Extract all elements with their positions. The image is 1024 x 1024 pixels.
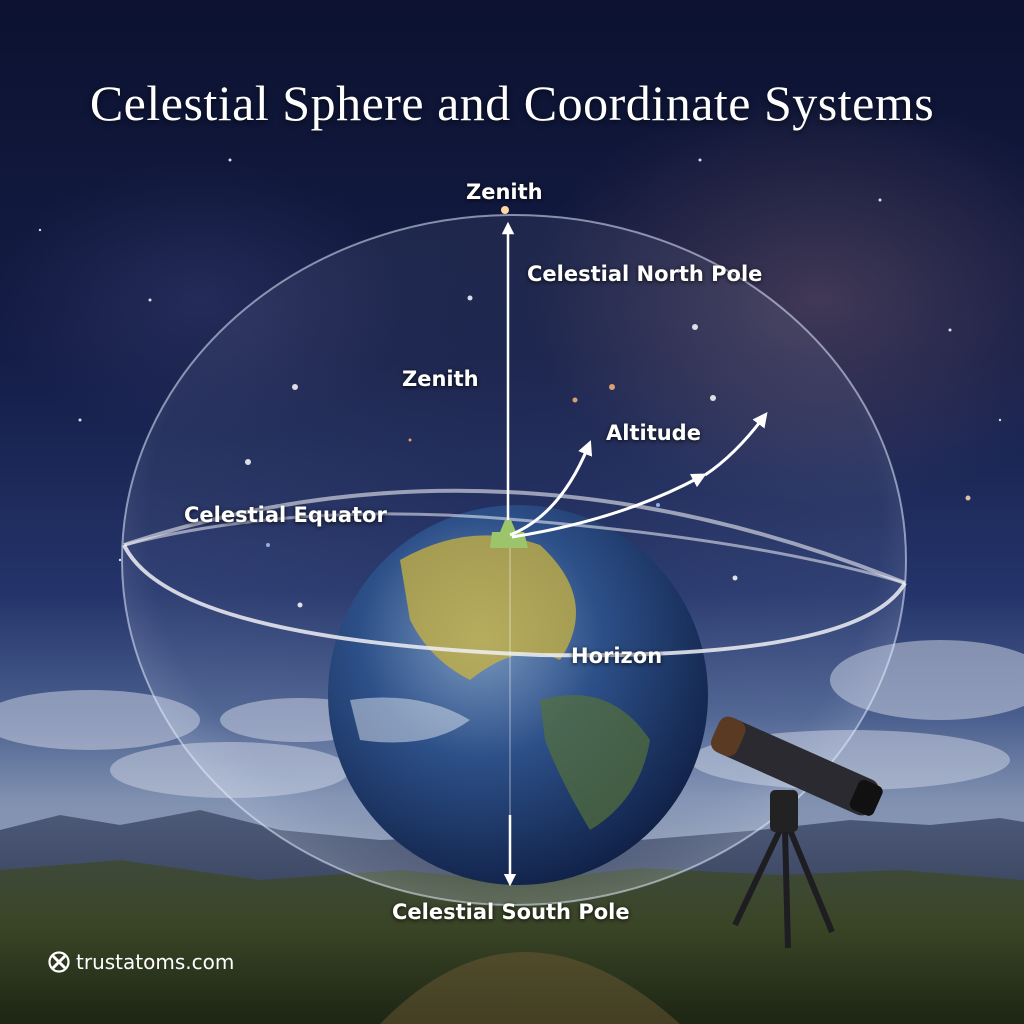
altitude-arrow-1 — [509, 440, 593, 537]
label-zenith-top: Zenith — [466, 180, 543, 204]
label-altitude: Altitude — [606, 421, 701, 445]
label-celestial-south-pole: Celestial South Pole — [392, 900, 630, 924]
celestial-equator-ring — [122, 544, 907, 658]
label-celestial-equator: Celestial Equator — [184, 503, 387, 527]
page-title: Celestial Sphere and Coordinate Systems — [89, 75, 935, 131]
observer-marker — [490, 520, 528, 548]
label-celestial-north-pole: Celestial North Pole — [527, 262, 763, 286]
horizon-line — [123, 512, 906, 585]
atom-logo-icon — [48, 951, 70, 973]
altitude-arrow-2 — [511, 473, 707, 539]
altitude-arrow-3 — [704, 412, 768, 477]
ground-hills — [0, 860, 1024, 1024]
brand-text: trustatoms.com — [76, 950, 235, 974]
brand-watermark: trustatoms.com — [48, 950, 234, 974]
label-horizon: Horizon — [571, 644, 663, 668]
label-zenith-inner: Zenith — [402, 367, 479, 391]
telescope — [710, 716, 883, 949]
